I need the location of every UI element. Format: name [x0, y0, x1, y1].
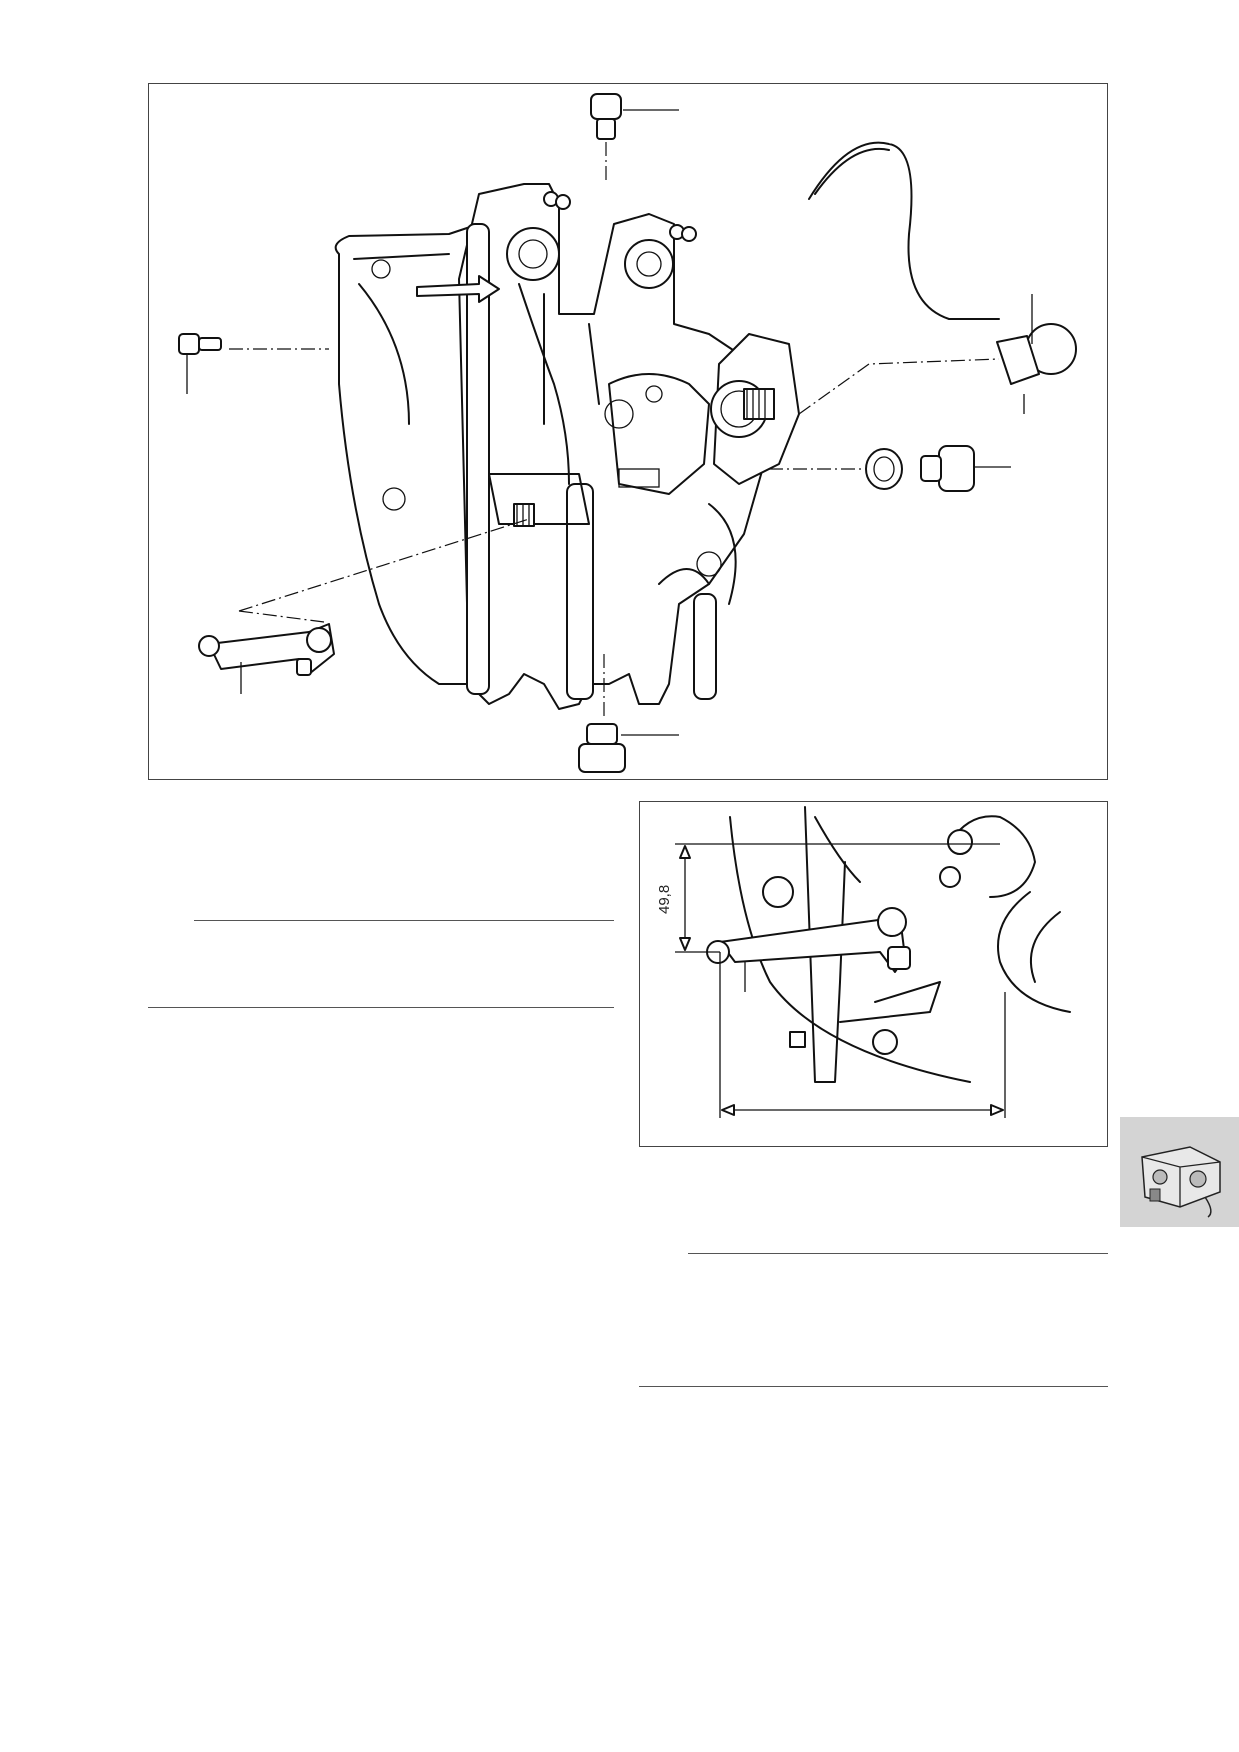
- lever-detail-drawing: [675, 806, 1071, 1118]
- divider-long: [148, 1007, 614, 1008]
- chapter-tab-thumbnail: [1120, 1117, 1239, 1227]
- gearbox-drawing: [178, 93, 1077, 773]
- divider-right-short: [688, 1253, 1108, 1254]
- gearbox-thumbnail-icon: [1141, 1146, 1221, 1218]
- dimension-label: 49,8: [656, 884, 673, 914]
- divider-right-long: [639, 1386, 1108, 1387]
- gearbox-exploded-view: [148, 83, 1108, 780]
- divider-short: [194, 920, 614, 921]
- lever-detail-view: 49,8: [639, 801, 1108, 1147]
